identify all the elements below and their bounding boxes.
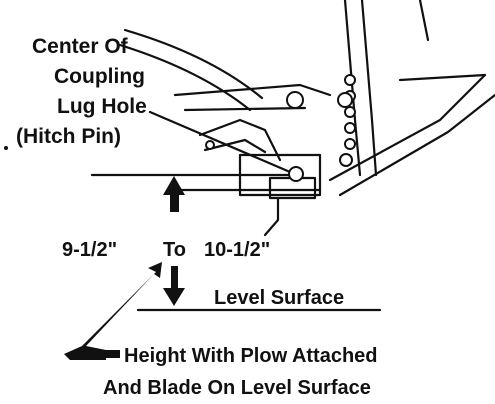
left-bracket-lower	[203, 138, 267, 154]
adjust-hole	[344, 106, 356, 118]
upper-curved-bar-inner	[123, 28, 264, 100]
upper-arm	[173, 83, 332, 97]
height-max-label: 10-1/2"	[204, 239, 271, 261]
upper-curved-bar	[118, 43, 252, 112]
down-arrow-head	[163, 288, 185, 306]
hitch-chain	[263, 196, 280, 237]
up-arrow-shaft	[170, 190, 179, 212]
level-surface-label: Level Surface	[214, 287, 345, 309]
pin-callout-line-4: (Hitch Pin)	[16, 125, 121, 148]
left-bracket-hole	[205, 140, 215, 150]
pin-callout-line-1: Center Of	[32, 35, 128, 58]
adjust-hole	[344, 74, 356, 86]
frame-top-right	[418, 0, 430, 42]
upper-pivot-right	[337, 92, 353, 108]
up-arrow-head	[163, 176, 185, 195]
height-to-label: To	[163, 239, 186, 261]
right-diagonal	[328, 73, 487, 182]
upper-arm-lower	[183, 106, 307, 112]
upper-pivot	[286, 91, 304, 109]
height-min-label: 9-1/2"	[62, 239, 118, 261]
right-arm	[398, 73, 487, 82]
caption-line-2: And Blade On Level Surface	[103, 377, 371, 399]
left-bracket	[198, 118, 282, 162]
caption-arrow	[64, 262, 162, 360]
adjust-hole	[344, 138, 356, 150]
down-arrow-shaft	[171, 266, 178, 290]
caption-line-1: Height With Plow Attached	[124, 345, 378, 367]
caption-pointer-bar	[96, 350, 120, 358]
frame-post-right	[360, 0, 378, 177]
adjust-hole	[344, 122, 356, 134]
right-diagonal-lower	[338, 93, 495, 197]
pin-callout-line-3: Lug Hole	[57, 95, 147, 118]
pin-callout-line-2: Coupling	[54, 65, 145, 88]
adjust-hole	[339, 153, 353, 167]
hitch-pin	[288, 166, 304, 182]
stray-dot	[4, 146, 8, 150]
pin-leader-line	[148, 110, 292, 174]
frame-post-left	[343, 0, 362, 177]
